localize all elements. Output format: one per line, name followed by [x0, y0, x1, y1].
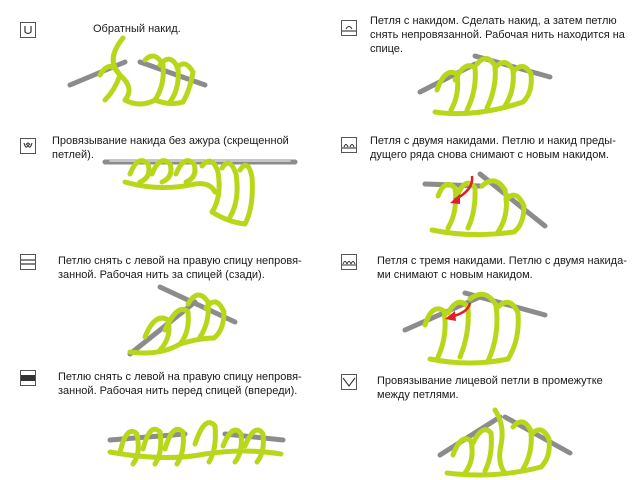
- knitting-illustration-yarn-over-reverse: [67, 35, 208, 107]
- knitting-illustration-slip-wyib: [127, 284, 238, 357]
- caption-slip-wyif: Петлю снять с левой на правую спицу непр…: [58, 371, 302, 397]
- knitting-illustration-knit-between-stitches: [437, 407, 573, 478]
- twisted-yarn-over-symbol-icon: [20, 138, 36, 154]
- knitting-illustration-slip-wyif: [107, 420, 286, 467]
- caption-slip-with-yarn-over: Петля с накидом. Сделать накид, а затем …: [370, 15, 625, 55]
- caption-yarn-over-reverse: Обратный накид.: [93, 23, 181, 35]
- two-yarn-overs-symbol-icon: [341, 137, 357, 153]
- knitting-illustration-three-yarn-overs: [402, 290, 548, 366]
- caption-two-yarn-overs: Петля с двумя накидами. Петлю и накид пр…: [370, 135, 616, 161]
- slip-with-yarn-over-symbol-icon: [341, 20, 357, 36]
- yarn-over-symbol-icon: [20, 22, 36, 38]
- knitting-illustration-slip-with-yarn-over: [417, 53, 553, 117]
- caption-slip-wyib: Петлю снять с левой на правую спицу непр…: [58, 255, 302, 281]
- knit-between-stitches-symbol-icon: [341, 374, 357, 390]
- knitting-illustration-twisted-yarn-over: [102, 158, 298, 227]
- slip-wyib-symbol-icon: [20, 254, 36, 270]
- knitting-illustration-two-yarn-overs: [422, 171, 548, 238]
- caption-knit-between-stitches: Провязывание лицевой петли в промежутке …: [377, 375, 603, 401]
- caption-twisted-yarn-over: Провязывание накида без ажура (скрещенно…: [52, 135, 289, 161]
- slip-wyif-symbol-icon: [20, 370, 36, 386]
- three-yarn-overs-symbol-icon: [341, 254, 357, 270]
- caption-three-yarn-overs: Петля с тремя накидами. Петлю с двумя на…: [377, 255, 627, 281]
